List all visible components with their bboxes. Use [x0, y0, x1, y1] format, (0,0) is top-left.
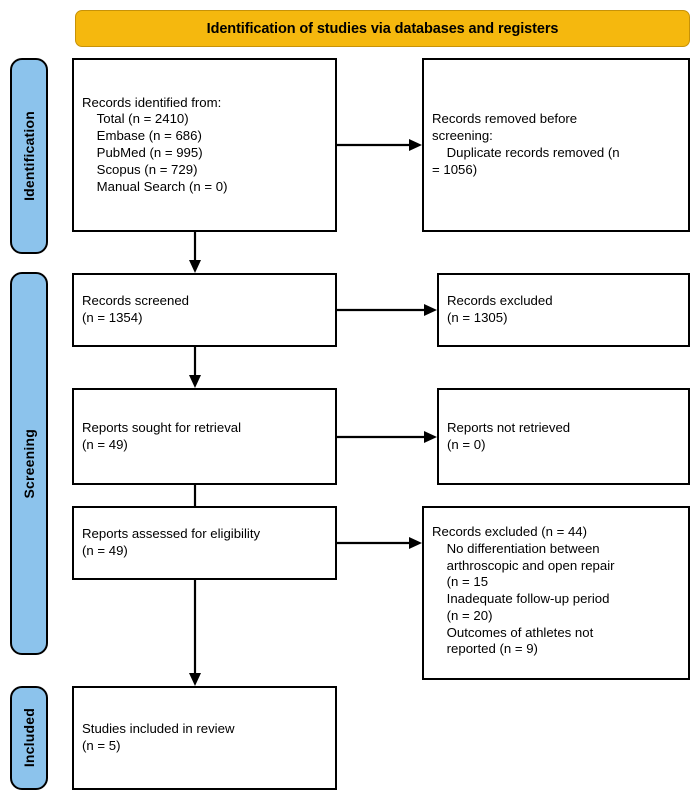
- side-tab-included-label: Included: [21, 708, 37, 768]
- side-tab-screening-label: Screening: [21, 428, 37, 499]
- arrow-assessed-to-included: [184, 580, 206, 686]
- box-reports-assessed-text: Reports assessed for eligibility (n = 49…: [82, 526, 261, 558]
- box-reports-assessed: Reports assessed for eligibility (n = 49…: [72, 506, 337, 580]
- box-reports-sought: Reports sought for retrieval (n = 49): [72, 388, 337, 485]
- side-tab-screening: Screening: [10, 272, 48, 655]
- arrow-sought-to-not-retrieved: [337, 426, 437, 448]
- box-records-screened: Records screened (n = 1354): [72, 273, 337, 347]
- box-reports-not-retrieved: Reports not retrieved (n = 0): [437, 388, 690, 485]
- arrow-identified-to-screened: [184, 232, 206, 273]
- box-records-excluded-text: Records excluded (n = 1305): [447, 293, 553, 325]
- box-studies-included: Studies included in review (n = 5): [72, 686, 337, 790]
- arrow-identified-to-removed: [337, 134, 422, 156]
- arrow-screened-to-sought: [184, 347, 206, 388]
- box-reports-not-retrieved-text: Reports not retrieved (n = 0): [447, 419, 571, 452]
- side-tab-identification: Identification: [10, 58, 48, 254]
- box-studies-included-text: Studies included in review (n = 5): [82, 721, 235, 753]
- side-tab-identification-label: Identification: [21, 111, 37, 201]
- box-reports-excluded-text: Records excluded (n = 44) No differentia…: [432, 524, 615, 657]
- box-records-excluded: Records excluded (n = 1305): [437, 273, 690, 347]
- phase-banner-identification: Identification of studies via databases …: [75, 10, 690, 47]
- box-records-removed: Records removed before screening: Duplic…: [422, 58, 690, 232]
- arrow-screened-to-excluded: [337, 299, 437, 321]
- box-records-screened-text: Records screened (n = 1354): [82, 293, 190, 325]
- side-tab-included: Included: [10, 686, 48, 790]
- box-records-identified-text: Records identified from: Total (n = 2410…: [82, 94, 228, 194]
- box-records-identified: Records identified from: Total (n = 2410…: [72, 58, 337, 232]
- arrow-assessed-to-excluded: [337, 532, 422, 554]
- box-reports-sought-text: Reports sought for retrieval (n = 49): [82, 419, 242, 452]
- phase-banner-label: Identification of studies via databases …: [206, 20, 559, 37]
- box-reports-excluded: Records excluded (n = 44) No differentia…: [422, 506, 690, 680]
- box-records-removed-text: Records removed before screening: Duplic…: [432, 111, 620, 177]
